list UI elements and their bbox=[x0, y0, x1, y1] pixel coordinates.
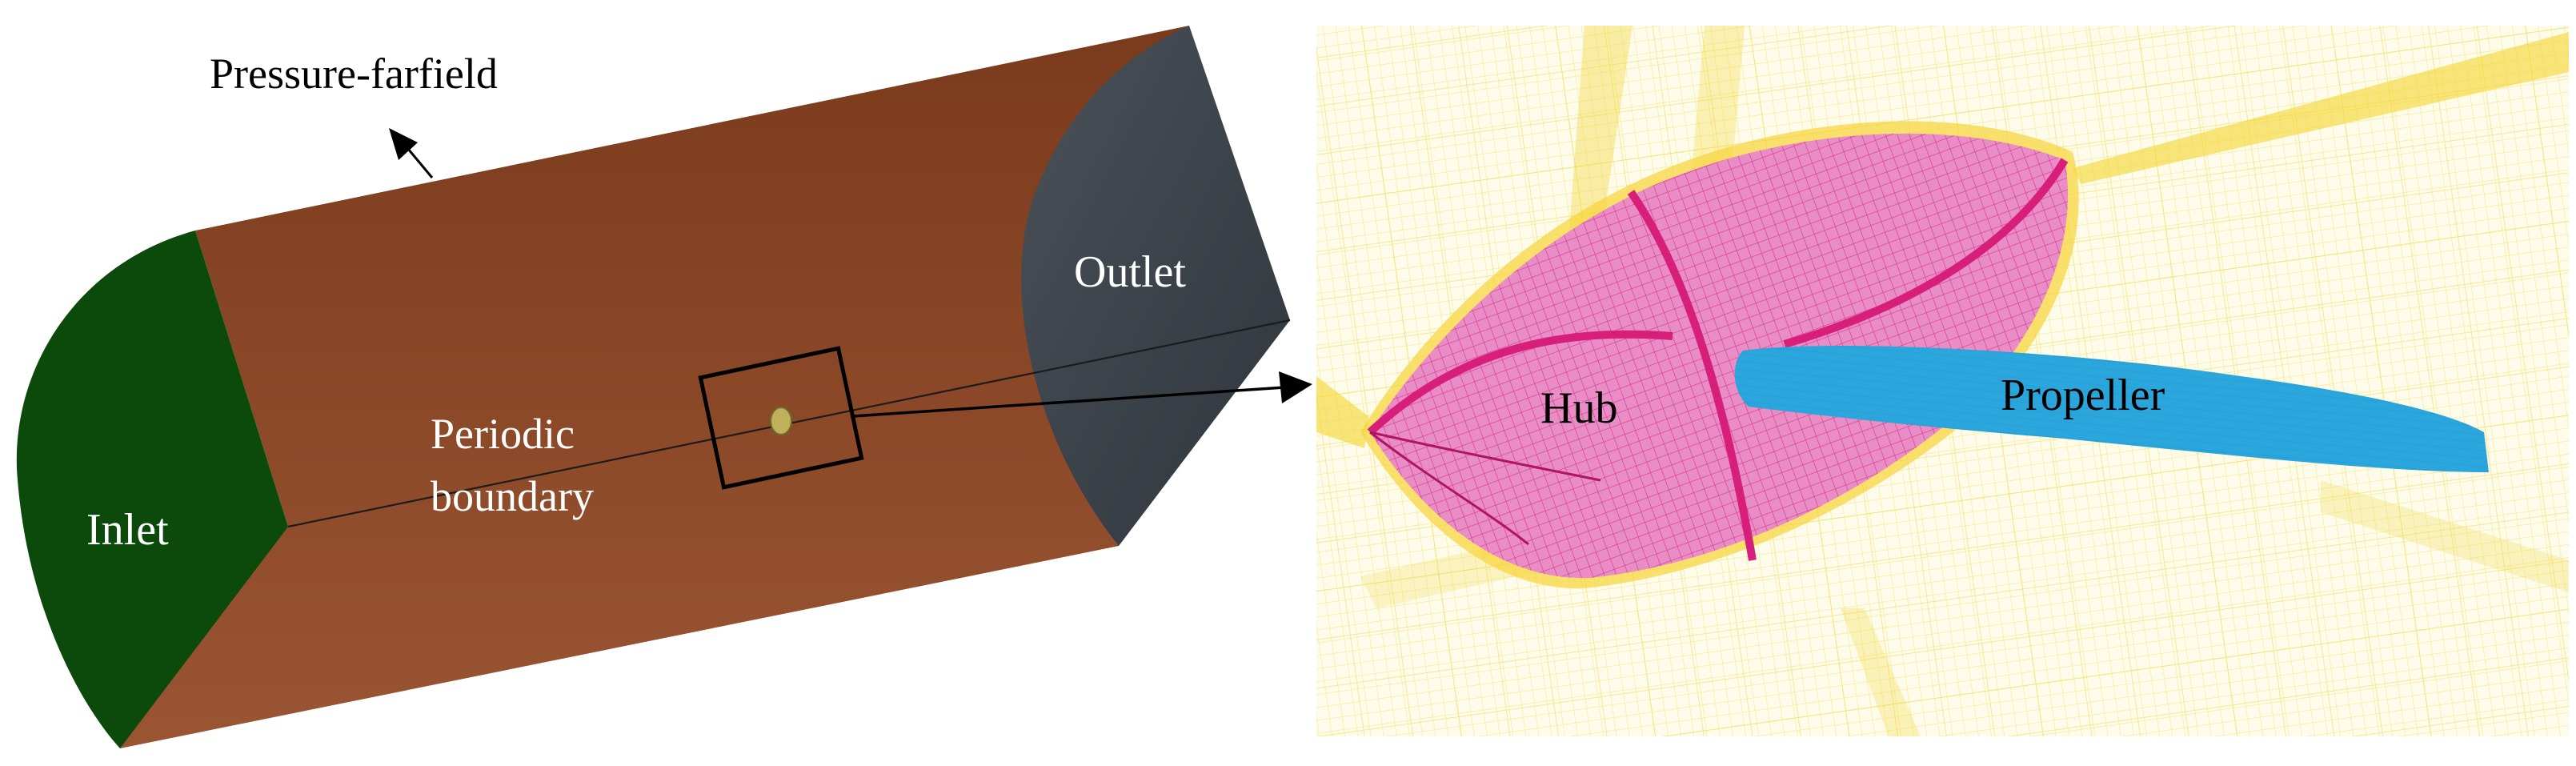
mesh-dense-bands bbox=[1316, 26, 2569, 736]
hub-marker bbox=[770, 407, 792, 435]
pressure-farfield-label: Pressure-farfield bbox=[210, 50, 498, 98]
mesh-zoom-panel: Hub Propeller bbox=[1316, 26, 2569, 736]
hub-label: Hub bbox=[1540, 383, 1617, 433]
farfield-surface bbox=[120, 26, 1189, 748]
hub-seams bbox=[1367, 158, 2069, 561]
outlet-label: Outlet bbox=[1074, 247, 1186, 297]
inlet-label: Inlet bbox=[86, 505, 169, 555]
propeller-mesh bbox=[1734, 346, 2489, 472]
outlet-face bbox=[1021, 26, 1290, 546]
domain-panel: Pressure-farfield Outlet Periodic bounda… bbox=[16, 26, 1312, 748]
periodic-label-line2: boundary bbox=[431, 472, 594, 520]
periodic-label-line1: Periodic bbox=[431, 410, 575, 458]
hub-edge-lines bbox=[1369, 431, 1601, 546]
hub-mesh bbox=[1370, 133, 2069, 579]
inlet-face bbox=[16, 231, 288, 748]
farfield-arrow bbox=[389, 128, 434, 178]
propeller-label: Propeller bbox=[2001, 371, 2165, 420]
zoom-arrow bbox=[852, 371, 1312, 418]
zoom-rectangle bbox=[698, 346, 864, 490]
